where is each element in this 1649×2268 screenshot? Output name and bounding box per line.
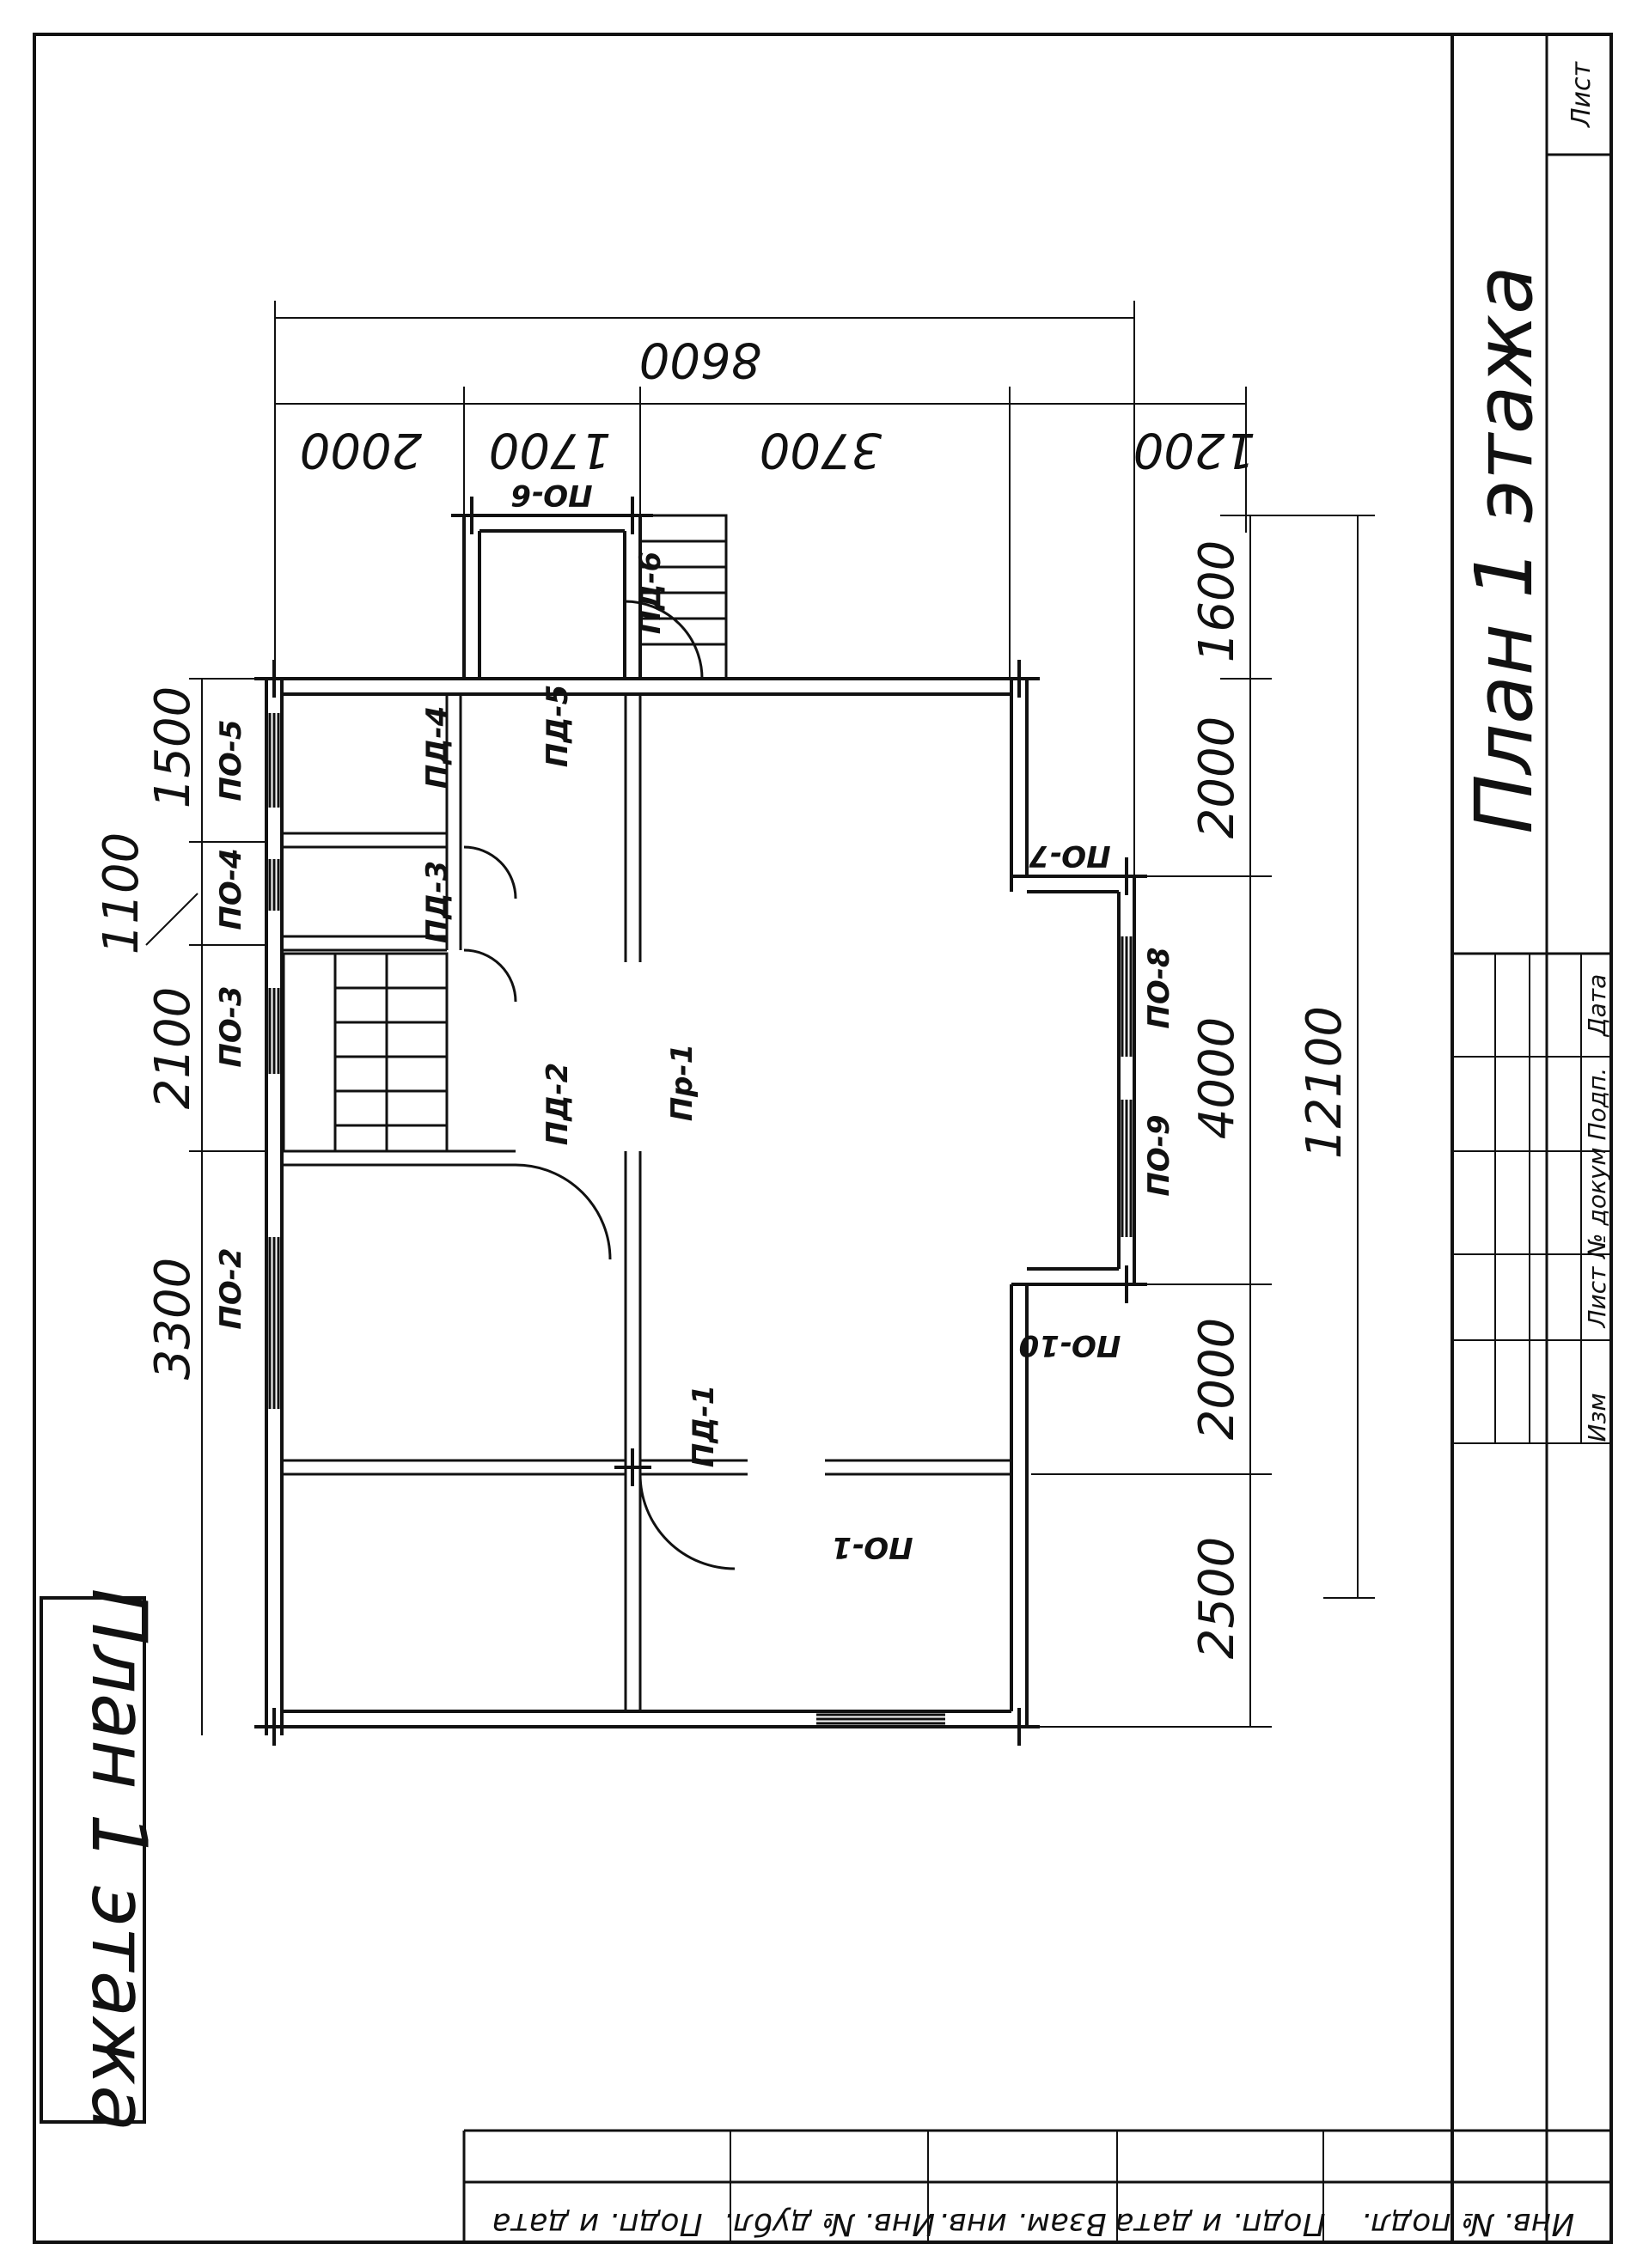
dim-right-2000a: 2000	[1189, 716, 1245, 839]
dim-top-2000: 2000	[300, 422, 423, 478]
label-po-4: ПО-4	[214, 848, 248, 930]
floor-plan	[145, 301, 1375, 1746]
entrance-stair	[638, 514, 728, 680]
label-pd-1: ПД-1	[687, 1385, 721, 1468]
stamp-vzam-inv: Взам. инв.	[938, 2206, 1107, 2241]
label-po-3: ПО-3	[214, 985, 248, 1067]
label-po-9: ПО-9	[1142, 1114, 1176, 1196]
label-pd-4: ПД-4	[420, 706, 455, 790]
label-po-1: ПО-1	[831, 1530, 913, 1564]
window-marks	[268, 713, 1133, 1725]
label-pd-6: ПД-6	[633, 552, 668, 635]
interior-stair	[282, 952, 449, 1153]
door-swings	[463, 600, 736, 1570]
dim-top-1200: 1200	[1133, 422, 1256, 478]
revision-headers: Изм Лист № докум Подп. Дата	[1583, 974, 1611, 1442]
wall-crosses	[254, 497, 1147, 1746]
label-pd-2: ПД-2	[541, 1063, 575, 1146]
dim-left-2100: 2100	[145, 987, 201, 1110]
right-dimensions	[1031, 515, 1375, 1728]
plan-title: План 1 этажа	[1458, 265, 1550, 833]
sheet-label: Лист	[1567, 60, 1597, 128]
left-title: План 1 этажа	[75, 1588, 163, 2132]
dim-right-2500: 2500	[1189, 1537, 1245, 1660]
dim-right-4000: 4000	[1189, 1017, 1245, 1140]
dim-top-total: 8600	[639, 332, 762, 387]
rev-header-doc: № докум	[1583, 1147, 1611, 1259]
dim-right-1600: 1600	[1189, 540, 1245, 663]
label-pd-5: ПД-5	[541, 685, 575, 768]
stamp-inv-dubl: Инв. № дубл.	[724, 2206, 935, 2241]
label-po-10: ПО-10	[1019, 1328, 1121, 1363]
dim-top-3700: 3700	[760, 422, 883, 478]
title-strip	[1451, 34, 1611, 2242]
outer-walls	[265, 514, 1136, 1735]
sheet-border	[33, 33, 1613, 2244]
label-po-7: ПО-7	[1029, 838, 1110, 873]
internal-walls	[282, 694, 1011, 1711]
dim-right-total: 12100	[1297, 1006, 1353, 1159]
dim-right-2000b: 2000	[1189, 1318, 1245, 1441]
stamp-podp-data-2: Подп. и дата	[492, 2206, 702, 2241]
stamp-podp-data-1: Подп. и дата	[1115, 2206, 1325, 2241]
label-pd-3: ПД-3	[420, 861, 455, 944]
label-po-8: ПО-8	[1142, 947, 1176, 1028]
side-stamp	[462, 2129, 1611, 2242]
left-title-box	[40, 1596, 146, 2124]
label-po-2: ПО-2	[214, 1247, 248, 1329]
rev-header-sign: Подп.	[1583, 1068, 1611, 1141]
rev-header-izm: Изм	[1583, 1393, 1611, 1442]
label-po-5: ПО-5	[214, 719, 248, 801]
rev-header-list: Лист	[1583, 1266, 1611, 1329]
left-dimensions	[145, 678, 266, 1735]
label-pr-1: Пр-1	[665, 1044, 699, 1122]
label-po-6: ПО-6	[510, 478, 592, 512]
top-dimensions	[274, 301, 1247, 876]
dim-left-3300: 3300	[145, 1258, 201, 1381]
dim-left-1100: 1100	[94, 832, 150, 955]
dim-top-1700: 1700	[489, 422, 612, 478]
rev-header-date: Дата	[1583, 974, 1611, 1039]
stamp-inv-podl: Инв. № подл.	[1361, 2206, 1574, 2241]
dim-left-1500: 1500	[145, 686, 201, 809]
